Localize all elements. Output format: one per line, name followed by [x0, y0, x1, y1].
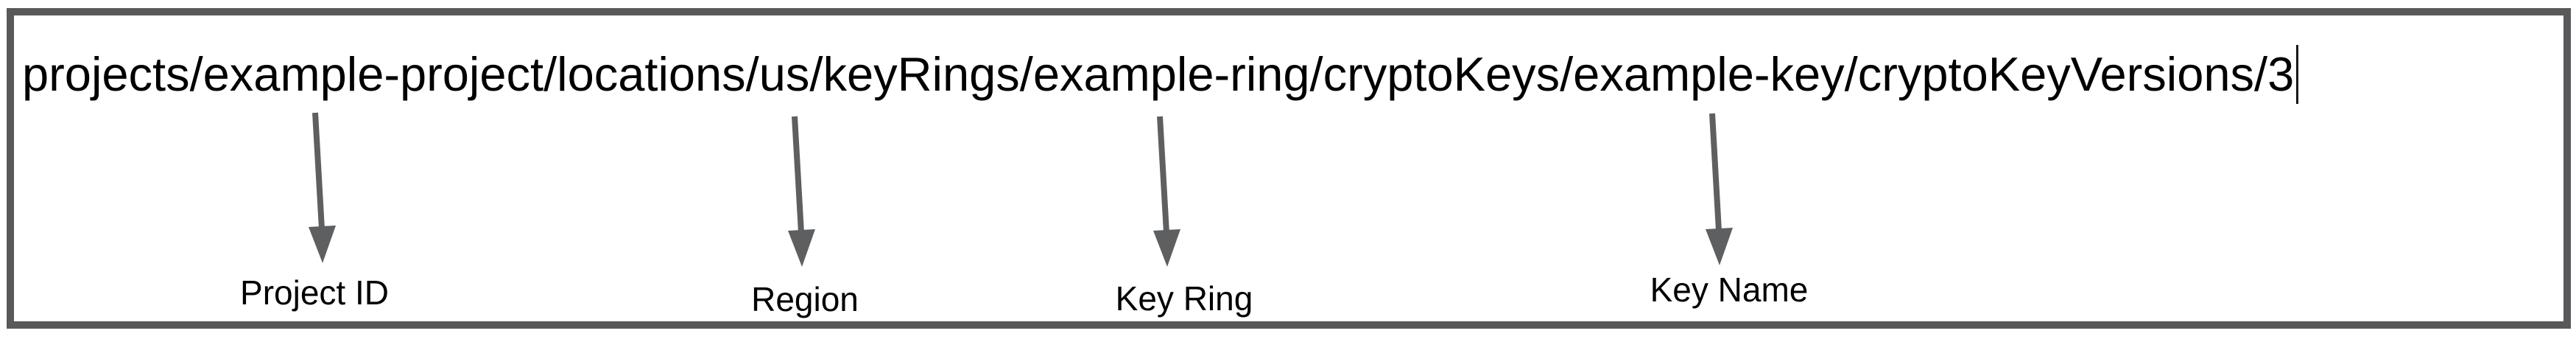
annotation-label-region: Region: [751, 280, 859, 318]
annotation-label-key-ring: Key Ring: [1115, 279, 1253, 318]
resource-name-box: [7, 8, 2571, 329]
annotation-label-project-id: Project ID: [240, 273, 389, 312]
resource-path-field[interactable]: projects/example-project/locations/us/ke…: [22, 41, 2299, 108]
annotation-label-key-name: Key Name: [1650, 270, 1809, 309]
resource-path-text: projects/example-project/locations/us/ke…: [22, 47, 2295, 101]
text-cursor: [2296, 45, 2299, 104]
